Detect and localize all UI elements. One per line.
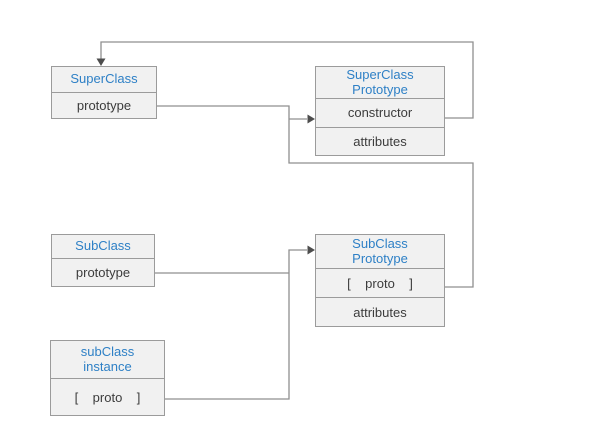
box-subclass: SubClass prototype	[51, 234, 155, 287]
box-subclass-instance: subClass instance [ proto ]	[50, 340, 165, 416]
box-subclass-instance-title-line1: subClass	[80, 343, 135, 359]
box-subclass-prototype-row-attributes: attributes	[316, 297, 444, 326]
box-superclass-prototype: SuperClass Prototype constructor attribu…	[315, 66, 445, 156]
box-subclass-row-prototype: prototype	[75, 265, 131, 280]
box-subclass-instance-title: subClass instance	[51, 341, 164, 379]
box-subclass-instance-row-proto: [ proto ]	[74, 389, 141, 405]
box-superclass-row-prototype: prototype	[76, 98, 132, 113]
box-superclass-prototype-row-attributes: attributes	[316, 126, 444, 156]
box-superclass-prototype-title-line2: Prototype	[352, 81, 408, 97]
box-subclass-title-text: SubClass	[75, 238, 131, 254]
connector-instance-proto	[165, 249, 307, 400]
box-superclass: SuperClass prototype	[51, 66, 157, 119]
box-subclass-prototype-row-proto: [ proto ]	[347, 275, 413, 291]
arrowhead-into-constructor-icon	[307, 114, 315, 124]
box-subclass-instance-title-line2: instance	[83, 358, 132, 374]
box-superclass-prototype-title: SuperClass Prototype	[316, 67, 444, 99]
box-subclass-title: SubClass	[52, 235, 154, 259]
box-subclass-prototype-title: SubClass Prototype	[316, 235, 444, 269]
connector-constructor-to-superclass	[100, 41, 474, 119]
box-superclass-prototype-title-line1: SuperClass	[346, 66, 414, 82]
box-subclass-prototype-title-line2: Prototype	[352, 250, 408, 266]
box-superclass-prototype-row-constructor: constructor	[347, 105, 413, 121]
box-superclass-title-text: SuperClass	[70, 71, 138, 87]
connector-prototype-chain	[157, 105, 474, 288]
arrowhead-into-subclass-prototype-icon	[307, 245, 315, 255]
arrowhead-into-superclass-icon	[96, 58, 106, 66]
box-subclass-prototype: SubClass Prototype [ proto ] attributes	[315, 234, 445, 327]
box-superclass-title: SuperClass	[52, 67, 156, 93]
box-subclass-prototype-title-line1: SubClass	[352, 235, 408, 251]
